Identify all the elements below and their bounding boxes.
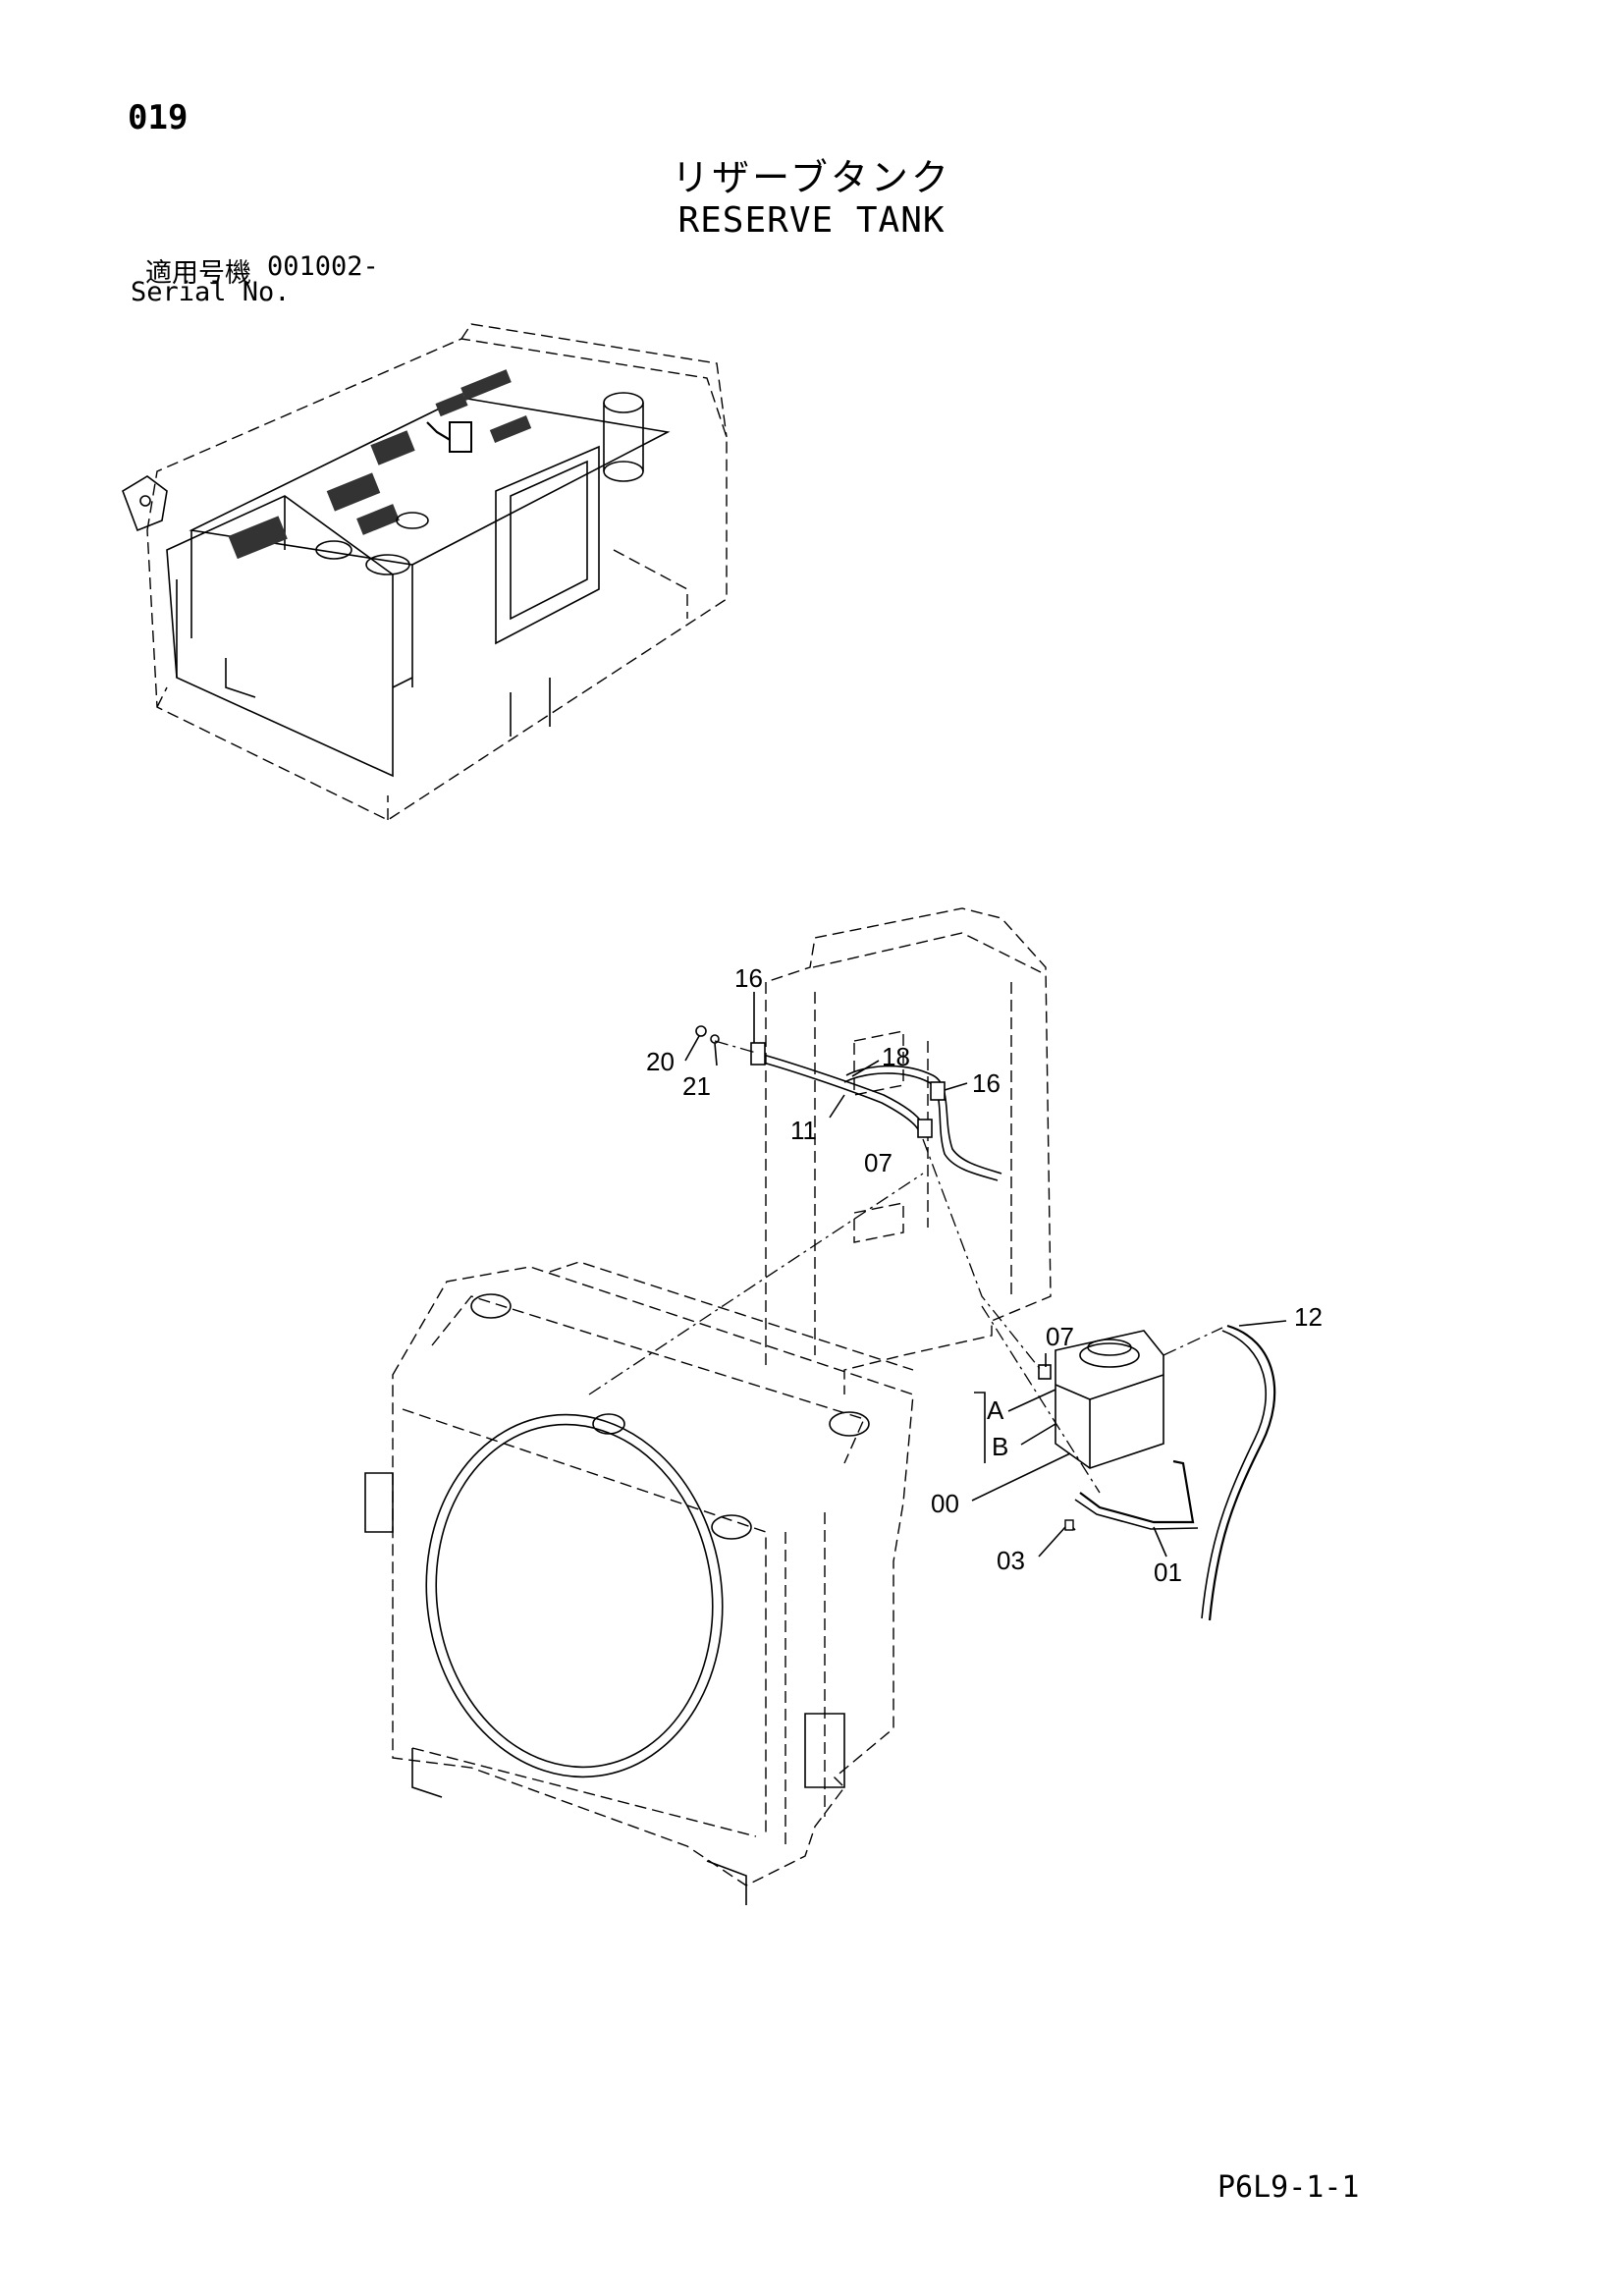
drawing-code: P6L9-1-1 [1217,2170,1360,2205]
callout-A: A [987,1395,1004,1425]
serial-label-japanese: 適用号機 [145,258,251,289]
callout-00: 00 [931,1489,959,1518]
callout-18: 18 [882,1042,910,1071]
callout-12: 12 [1294,1302,1323,1332]
callout-16-top: 16 [734,963,763,993]
radiator-assembly-drawing [364,1261,914,1905]
callout-07-lower: 07 [1046,1322,1074,1351]
callout-07-upper: 07 [864,1148,893,1177]
title-english: RESERVE TANK [677,200,946,241]
callout-21: 21 [682,1071,711,1101]
callout-03: 03 [997,1546,1025,1575]
callout-16-right: 16 [972,1068,1001,1098]
callout-01: 01 [1154,1558,1182,1587]
hoses-and-fittings [588,1025,1276,1621]
page-number: 019 [128,98,189,137]
callout-20: 20 [646,1047,675,1076]
title-japanese: リザーブタンク [672,156,951,199]
callout-labels: 16 20 21 18 16 11 07 07 12 A B 00 03 01 [646,963,1323,1587]
serial-number-value: 001002- [267,251,379,282]
callout-B: B [992,1432,1008,1461]
machine-overview-drawing [122,323,728,821]
callout-leaders [684,992,1287,1558]
shroud-panel-drawing [765,907,1052,1394]
callout-11: 11 [790,1116,817,1145]
serial-label-english: Serial No. [131,277,291,307]
